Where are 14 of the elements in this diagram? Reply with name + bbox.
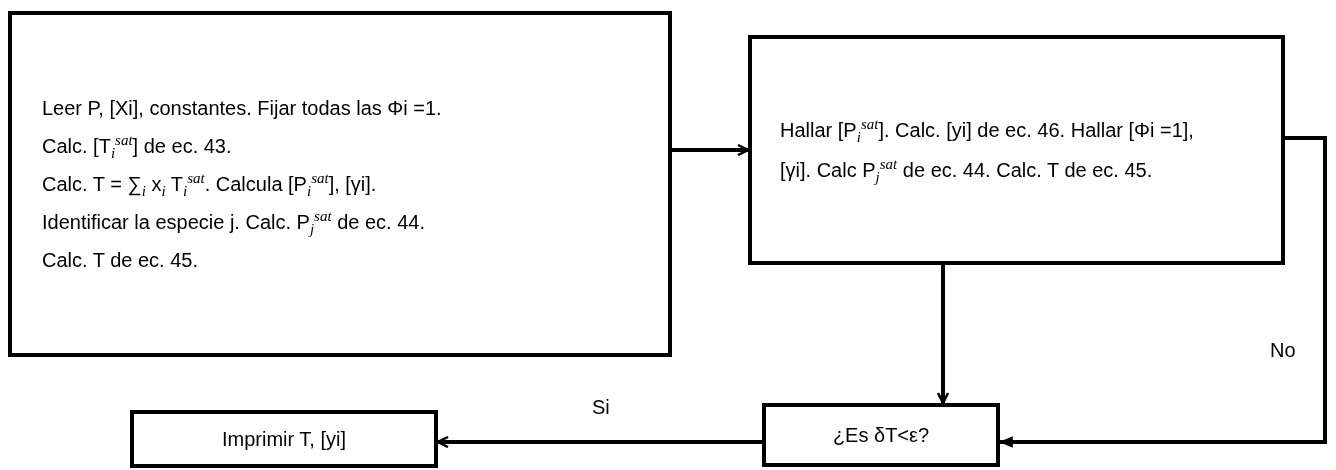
arrow	[936, 265, 950, 405]
process-box	[130, 410, 438, 468]
process-box	[762, 403, 1000, 467]
box-text: Imprimir T, [yi]	[220, 427, 348, 452]
box-text: Hallar [P$_{i}$$^{sat}$]. Calc. [yi] de ec. 46. Hallar [Φi =1], [γi]. Calc P$_{j}$$^{sat}$ de ec. 44. Calc. T de ec. 45.	[780, 115, 1195, 187]
box-text: Calc. T = ∑$_{i}$ x$_{i}$ T$_{i}$$^{sat}$. Calcula [P$_{i}$$^{sat}$], [γi].	[42, 169, 378, 201]
box-text: Calc. T de ec. 45.	[42, 248, 199, 273]
box-text: Identificar la especie j. Calc. P$_{j}$$^{sat}$ de ec. 44.	[42, 207, 426, 239]
box-text: Calc. [T$_{i}$$^{sat}$] de ec. 43.	[42, 131, 233, 163]
box-text: ¿Es δT<ε?	[831, 423, 931, 448]
box-text: Leer P, [Xi], constantes. Fijar todas las Φi =1.	[42, 96, 443, 121]
arrow	[672, 143, 750, 157]
process-box	[748, 35, 1285, 265]
process-box	[8, 11, 672, 357]
